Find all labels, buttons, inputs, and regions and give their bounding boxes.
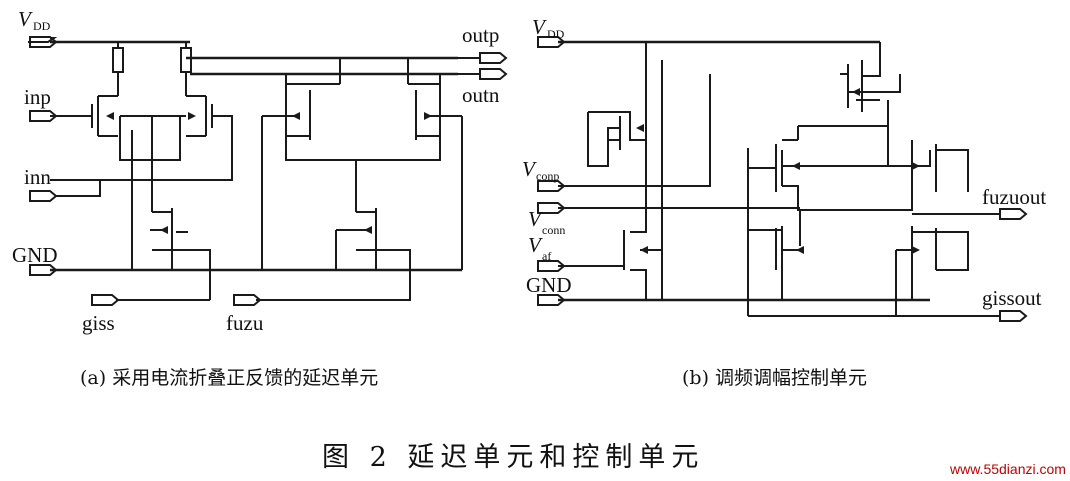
watermark: www.55dianzi.com xyxy=(949,461,1066,477)
vdd-pin-a xyxy=(29,36,58,48)
fuzu-label: fuzu xyxy=(226,311,264,335)
figure-title: 图 2 延迟单元和控制单元 xyxy=(322,442,704,473)
resistor-right xyxy=(180,47,192,73)
vaf-label: V xyxy=(528,233,543,257)
gissout-pin xyxy=(999,310,1028,322)
vdd-label-a: V xyxy=(18,7,33,31)
circuit-b-wires xyxy=(558,40,1000,317)
outp-pin xyxy=(479,52,508,64)
vdd-pin-b xyxy=(537,36,566,48)
gnd-label-b: GND xyxy=(526,273,572,297)
outp-label: outp xyxy=(462,23,499,47)
vdd-label-b: V xyxy=(532,15,547,39)
circuit-b-pins xyxy=(537,36,1028,322)
inp-pin xyxy=(29,110,58,122)
resistor-left xyxy=(112,47,124,73)
fuzu-pin xyxy=(233,294,262,306)
giss-pin xyxy=(91,294,120,306)
vconn-pin xyxy=(537,202,566,214)
gnd-pin-a xyxy=(29,264,58,276)
circuit-a-pins xyxy=(28,36,508,306)
inp-label: inp xyxy=(24,85,51,109)
circuit-a-labels: V DD outp outn inp inn GND giss fuzu xyxy=(12,7,500,335)
vconp-pin xyxy=(537,180,566,192)
caption-a: (a) 采用电流折叠正反馈的延迟单元 xyxy=(80,367,378,389)
circuit-b-labels: V DD V conp V conn V af GND fuzuout giss… xyxy=(522,15,1046,310)
gnd-label-a: GND xyxy=(12,243,58,267)
fuzuout-pin xyxy=(999,208,1028,220)
inn-pin xyxy=(29,190,58,202)
circuit-a-wires xyxy=(50,40,463,301)
giss-label: giss xyxy=(82,311,115,335)
gnd-pin-b xyxy=(537,294,566,306)
vdd-sub-label-a: DD xyxy=(33,19,51,33)
vconp-label: V xyxy=(522,157,537,181)
vaf-sub-label: af xyxy=(542,249,551,263)
inn-label: inn xyxy=(24,165,51,189)
vdd-sub-label-b: DD xyxy=(547,27,565,41)
outn-pin xyxy=(479,68,508,80)
caption-b: (b) 调频调幅控制单元 xyxy=(682,367,867,389)
vaf-pin xyxy=(537,260,566,272)
gissout-label: gissout xyxy=(982,286,1042,310)
outn-label: outn xyxy=(462,83,500,107)
vconn-label: V xyxy=(528,207,543,231)
fuzuout-label: fuzuout xyxy=(982,185,1046,209)
vconp-sub-label: conp xyxy=(536,169,559,183)
vconn-sub-label: conn xyxy=(542,223,565,237)
